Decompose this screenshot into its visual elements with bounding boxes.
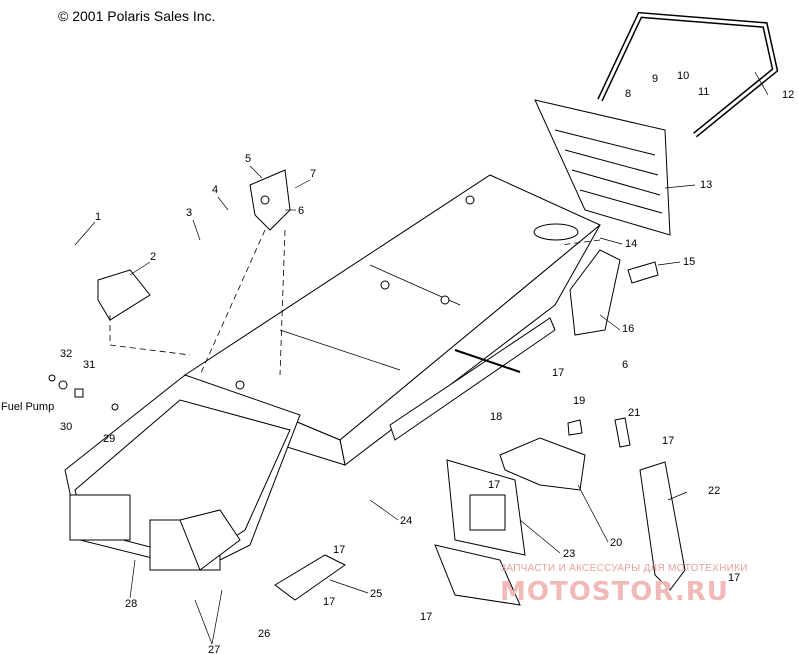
part-21: [614, 417, 631, 448]
part-14-16: [569, 249, 621, 336]
callout-17e: 17: [323, 596, 335, 608]
callout-10: 10: [677, 70, 689, 82]
callout-27: 27: [208, 644, 220, 654]
callout-22: 22: [708, 485, 720, 497]
callout-26: 26: [258, 628, 270, 640]
callout-6b: 6: [622, 359, 628, 371]
copyright-notice: © 2001 Polaris Sales Inc.: [58, 8, 216, 24]
callout-31: 31: [83, 359, 95, 371]
callout-28: 28: [125, 598, 137, 610]
bracket-20: [499, 437, 586, 491]
watermark: ЗАПЧАСТИ И АКСЕССУАРЫ ДЛЯ МОТОТЕХНИКИ MO…: [500, 563, 748, 607]
callout-5: 5: [245, 153, 251, 165]
callout-leaders: [74, 71, 769, 645]
callouts: 1 2 3 4 5 6 7 8 9 10 11 12 13 14 15 16 6…: [1, 70, 794, 654]
callout-17b: 17: [662, 435, 674, 447]
callout-32: 32: [60, 348, 72, 360]
callout-19: 19: [573, 395, 585, 407]
panel-23: [446, 459, 526, 556]
leader-lines: [109, 229, 601, 376]
callout-29: 29: [103, 433, 115, 445]
callout-17g: 17: [728, 572, 740, 584]
callout-23: 23: [563, 548, 575, 560]
callout-14: 14: [625, 238, 637, 250]
label-fuel-pump: Fuel Pump: [1, 401, 54, 413]
callout-15: 15: [683, 256, 695, 268]
callout-20: 20: [610, 537, 622, 549]
callout-25: 25: [370, 588, 382, 600]
callout-24: 24: [400, 515, 412, 527]
callout-2: 2: [150, 251, 156, 263]
bracket-22: [639, 461, 686, 591]
callout-21: 21: [628, 407, 640, 419]
callout-30: 30: [60, 421, 72, 433]
front-bulkhead: [64, 374, 301, 571]
callout-3: 3: [186, 207, 192, 219]
lower-cover: [434, 544, 521, 606]
watermark-tagline: ЗАПЧАСТИ И АКСЕССУАРЫ ДЛЯ МОТОТЕХНИКИ: [500, 563, 748, 574]
callout-17d: 17: [333, 544, 345, 556]
callout-4: 4: [212, 184, 218, 196]
fuel-pump-parts: [48, 374, 119, 411]
bracket-2: [97, 269, 151, 321]
watermark-logo: MOTOSTOR.RU: [500, 577, 729, 607]
callout-17c: 17: [488, 479, 500, 491]
part-19: [567, 419, 583, 436]
callout-17a: 17: [552, 367, 564, 379]
rear-flap-13: [534, 99, 671, 236]
callout-7: 7: [310, 168, 316, 180]
callout-13: 13: [700, 179, 712, 191]
bracket-5: [249, 169, 291, 231]
callout-17f: 17: [420, 611, 432, 623]
part-15: [627, 261, 659, 284]
callout-8: 8: [625, 88, 631, 100]
callout-12: 12: [782, 89, 794, 101]
callout-11: 11: [698, 86, 709, 98]
callout-9: 9: [652, 73, 658, 85]
callout-18: 18: [490, 411, 502, 423]
callout-6: 6: [298, 205, 304, 217]
cover-25: [274, 554, 346, 601]
side-rail: [389, 317, 556, 441]
callout-1: 1: [95, 211, 101, 223]
rear-bumper: [597, 11, 779, 138]
callout-16: 16: [622, 323, 634, 335]
